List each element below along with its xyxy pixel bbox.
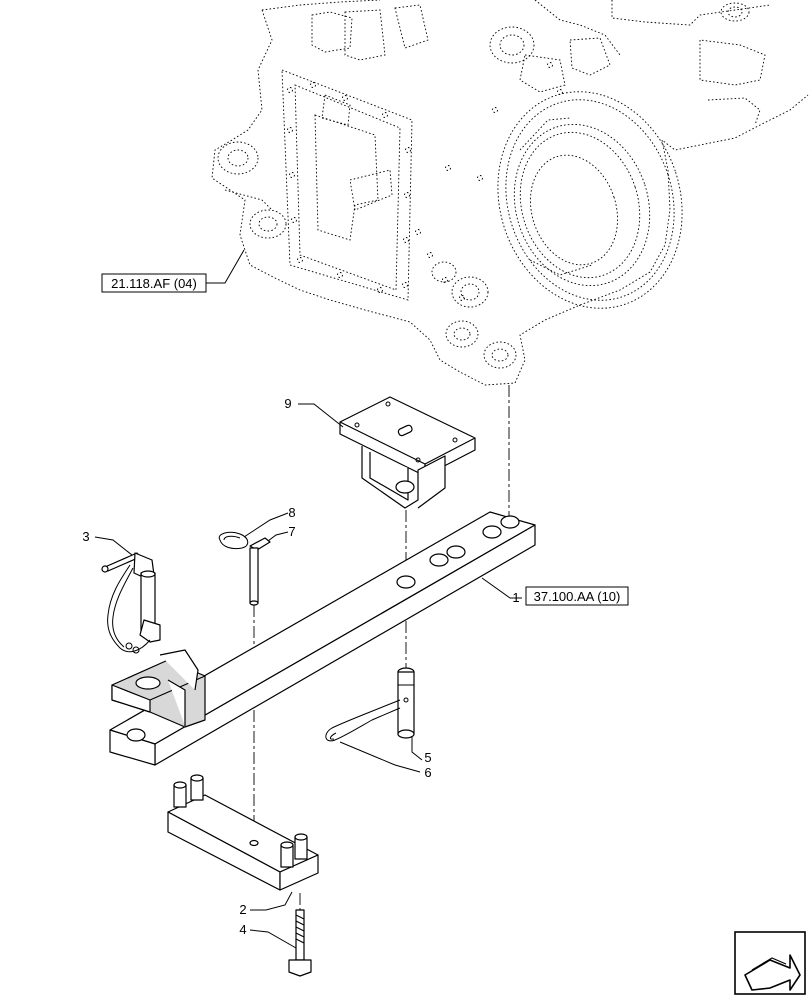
callout-5: 5 [424, 750, 431, 765]
leader-1 [481, 577, 522, 599]
leader-7 [267, 531, 289, 542]
part-9-bracket [339, 396, 476, 509]
callout-1: 1 [512, 590, 519, 605]
leader-3 [94, 536, 133, 556]
leader-2 [250, 891, 293, 911]
reference-drawbar-text: 37.100.AA (10) [534, 589, 621, 604]
leader-5 [411, 736, 423, 761]
leader-4 [249, 929, 297, 949]
leader-8 [243, 512, 289, 538]
part-3-hitch-pin [101, 552, 161, 654]
part-4-bolt [288, 893, 312, 977]
reference-box-transmission[interactable]: 21.118.AF (04) [101, 273, 207, 293]
part-8-lynch-clip [218, 531, 249, 550]
callout-9: 9 [284, 396, 291, 411]
drawbar-clevis [111, 649, 206, 728]
part-2-support-plate [167, 774, 319, 891]
reference-box-drawbar[interactable]: 37.100.AA (10) [525, 586, 629, 606]
part-1-drawbar [109, 511, 536, 766]
part-6-r-clip [325, 699, 401, 742]
leader-transmission [206, 249, 245, 284]
callout-8: 8 [288, 505, 295, 520]
callout-4: 4 [239, 922, 246, 937]
callout-7: 7 [288, 524, 295, 539]
leader-6 [339, 741, 421, 773]
callout-6: 6 [424, 765, 431, 780]
callout-3: 3 [82, 529, 89, 544]
part-5-pin [397, 667, 415, 739]
leader-9 [298, 403, 344, 428]
callout-2: 2 [239, 902, 246, 917]
part-7-pin [249, 537, 271, 606]
next-page-arrow-icon[interactable] [734, 931, 806, 995]
reference-transmission-text: 21.118.AF (04) [111, 276, 197, 291]
transmission-housing-outline [211, 0, 809, 386]
